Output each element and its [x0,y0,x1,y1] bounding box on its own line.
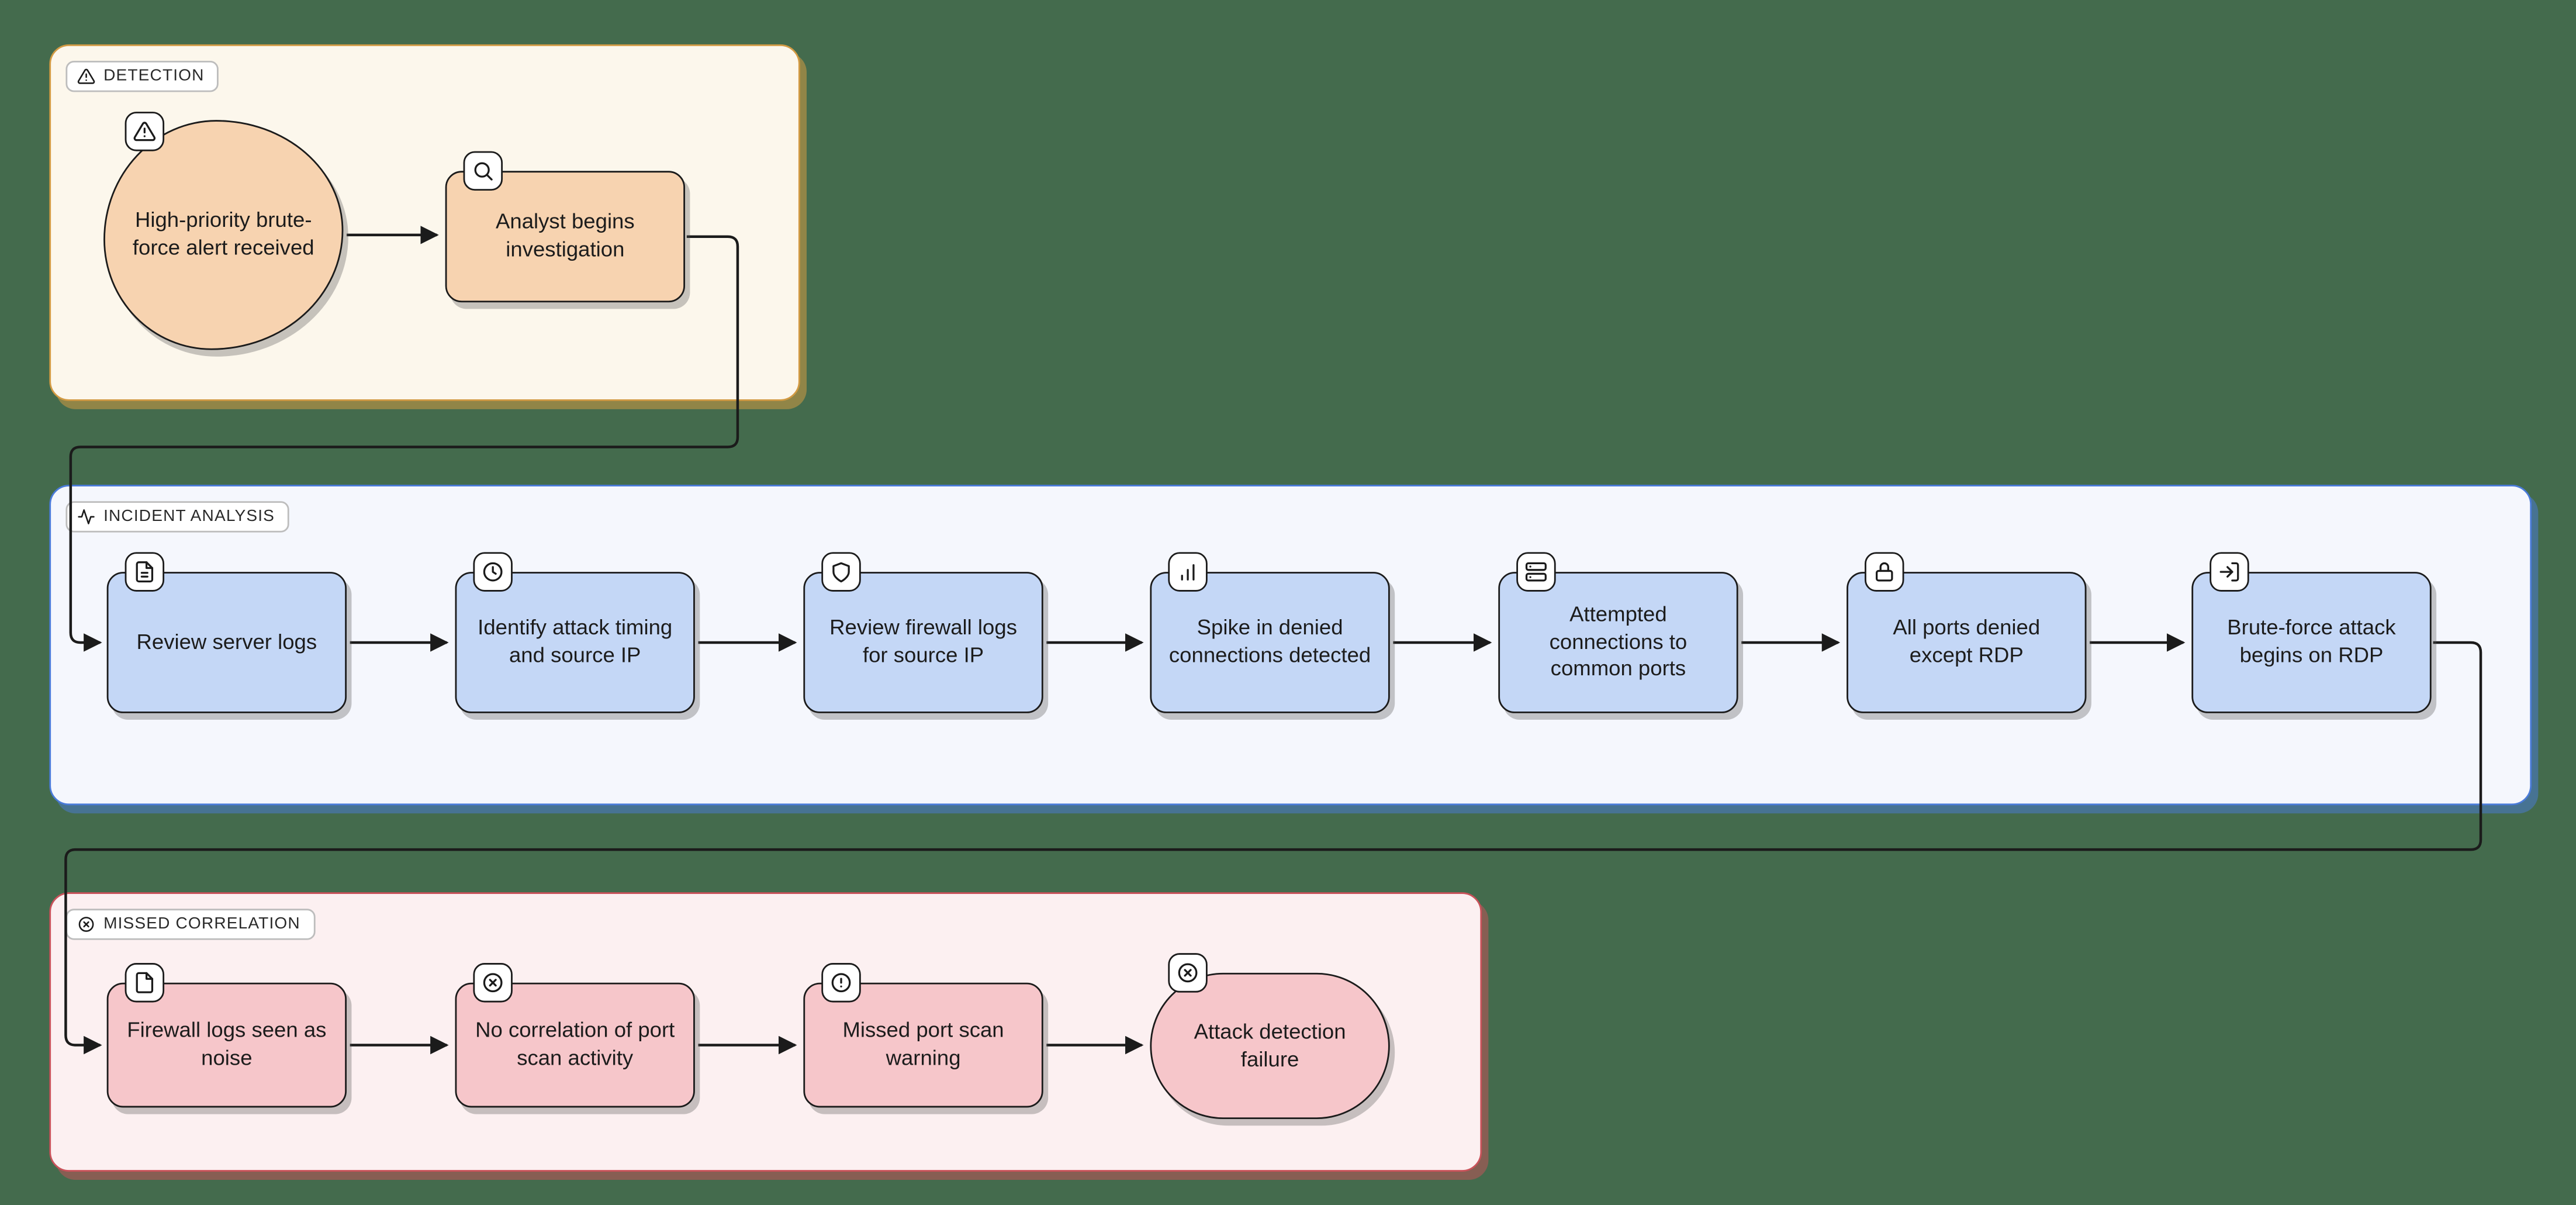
file-icon [125,963,165,1003]
node-label: Missed port scan warning [842,1017,1004,1070]
log-in-icon [2210,552,2249,592]
node-firewall-logs-noise: Firewall logs seen as noise [106,963,347,1108]
node-missed-port-scan-warning: Missed port scan warning [803,963,1043,1108]
activity-icon [77,507,95,526]
node-review-server-logs: Review server logs [106,552,347,713]
node-label: Firewall logs seen as noise [127,1017,327,1070]
node-label: Attack detection failure [1194,1018,1346,1071]
node-label: Attempted connections to common ports [1549,600,1688,681]
node-label: High-priority brute-force alert received [132,207,314,260]
node-label: All ports denied except RDP [1893,614,2041,668]
node-attack-detection-failure: Attack detection failure [1150,953,1390,1120]
group-pill-incident-analysis: INCIDENT ANALYSIS [65,501,290,533]
bar-chart-icon [1168,552,1208,592]
node-no-correlation-port-scan: No correlation of port scan activity [455,963,695,1108]
group-pill-detection: DETECTION [65,60,219,92]
node-label: No correlation of port scan activity [475,1017,675,1070]
server-icon [1516,552,1556,592]
shield-icon [821,552,861,592]
node-high-priority-alert: High-priority brute-force alert received [103,112,344,350]
node-label: Identify attack timing and source IP [478,614,673,668]
alert-triangle-icon [77,67,95,85]
group-pill-missed-correlation: MISSED CORRELATION [65,909,316,940]
group-label-incident-analysis: INCIDENT ANALYSIS [103,507,275,526]
x-circle-icon [1168,953,1208,993]
x-circle-icon [77,916,95,934]
node-review-firewall-logs: Review firewall logs for source IP [803,552,1043,713]
node-brute-force-attack-begins: Brute-force attack begins on RDP [2191,552,2432,713]
node-label: Spike in denied connections detected [1168,614,1371,668]
alert-triangle-icon [125,112,165,151]
node-label: Brute-force attack begins on RDP [2227,614,2396,668]
node-label: Review server logs [136,629,317,654]
node-spike-denied-connections: Spike in denied connections detected [1150,552,1390,713]
alert-circle-icon [821,963,861,1003]
node-label: Review firewall logs for source IP [829,614,1017,668]
file-text-icon [125,552,165,592]
node-label: Analyst begins investigation [496,209,635,261]
search-icon [463,151,503,191]
x-circle-icon [473,963,513,1003]
lock-icon [1865,552,1904,592]
node-identify-attack-timing: Identify attack timing and source IP [455,552,695,713]
clock-icon [473,552,513,592]
group-label-detection: DETECTION [103,67,205,86]
node-all-ports-denied-except-rdp: All ports denied except RDP [1847,552,2087,713]
node-attempted-connections-ports: Attempted connections to common ports [1498,552,1738,713]
node-analyst-begins-investigation: Analyst begins investigation [445,151,686,303]
group-label-missed-correlation: MISSED CORRELATION [103,915,300,934]
